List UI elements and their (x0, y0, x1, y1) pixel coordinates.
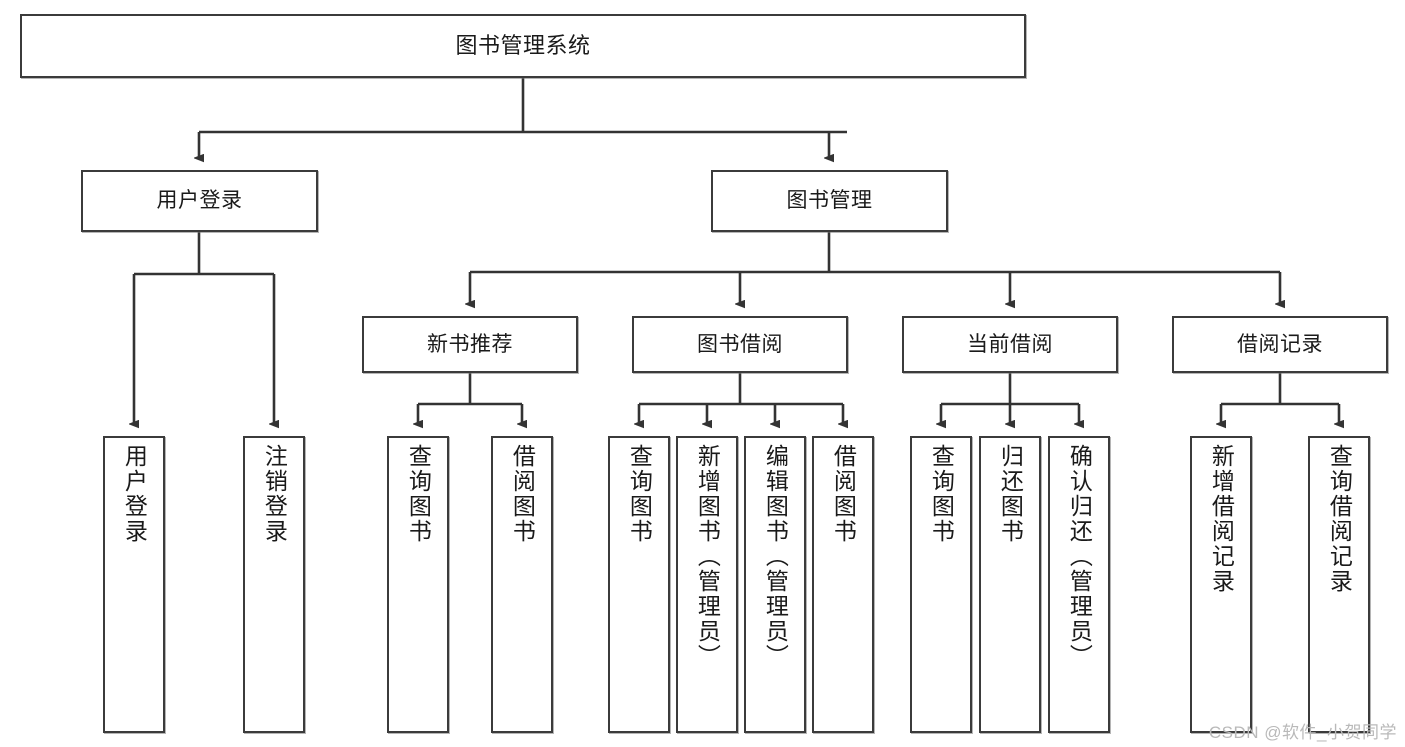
leaf-current-borrow-return-book[interactable]: 归还图书 (979, 436, 1041, 733)
leaf-book-borrow-borrow-book[interactable]: 借阅图书 (812, 436, 874, 733)
node-label: 图书管理 (786, 189, 873, 213)
node-new-book-recommend[interactable]: 新书推荐 (362, 316, 578, 373)
csdn-watermark: CSDN @软件_小贺同学 (1208, 723, 1397, 742)
node-label: 编辑图书（管理员） (762, 444, 789, 669)
node-label: 确认归还（管理员） (1066, 444, 1093, 669)
leaf-book-borrow-edit-book[interactable]: 编辑图书（管理员） (744, 436, 806, 733)
node-label: 新增借阅记录 (1208, 444, 1235, 594)
node-label: 归还图书 (997, 444, 1024, 544)
leaf-borrow-record-add-record[interactable]: 新增借阅记录 (1190, 436, 1252, 733)
node-label: 查询图书 (626, 444, 653, 544)
node-label: 借阅图书 (830, 444, 857, 544)
leaf-book-borrow-query-book[interactable]: 查询图书 (608, 436, 670, 733)
node-root-system[interactable]: 图书管理系统 (20, 14, 1026, 78)
leaf-user-login-logout[interactable]: 注销登录 (243, 436, 305, 733)
node-borrow-record[interactable]: 借阅记录 (1172, 316, 1388, 373)
node-label: 借阅记录 (1237, 332, 1323, 356)
node-label: 注销登录 (261, 444, 288, 544)
node-book-management[interactable]: 图书管理 (711, 170, 948, 232)
leaf-new-book-query-book[interactable]: 查询图书 (387, 436, 449, 733)
node-label: 查询借阅记录 (1326, 444, 1353, 594)
leaf-new-book-borrow-book[interactable]: 借阅图书 (491, 436, 553, 733)
node-label: 查询图书 (405, 444, 432, 544)
node-label: 新增图书（管理员） (694, 444, 721, 669)
node-label: 用户登录 (156, 189, 243, 213)
node-current-borrow[interactable]: 当前借阅 (902, 316, 1118, 373)
node-user-login[interactable]: 用户登录 (81, 170, 318, 232)
leaf-user-login-login[interactable]: 用户登录 (103, 436, 165, 733)
node-label: 借阅图书 (509, 444, 536, 544)
leaf-book-borrow-add-book[interactable]: 新增图书（管理员） (676, 436, 738, 733)
node-label: 图书借阅 (697, 332, 783, 356)
node-label: 用户登录 (121, 444, 148, 544)
node-book-borrow[interactable]: 图书借阅 (632, 316, 848, 373)
node-label: 图书管理系统 (455, 32, 591, 58)
leaf-borrow-record-query-record[interactable]: 查询借阅记录 (1308, 436, 1370, 733)
leaf-current-borrow-confirm-return[interactable]: 确认归还（管理员） (1048, 436, 1110, 733)
node-label: 当前借阅 (967, 332, 1053, 356)
node-label: 新书推荐 (427, 332, 513, 356)
node-label: 查询图书 (928, 444, 955, 544)
leaf-current-borrow-query-book[interactable]: 查询图书 (910, 436, 972, 733)
